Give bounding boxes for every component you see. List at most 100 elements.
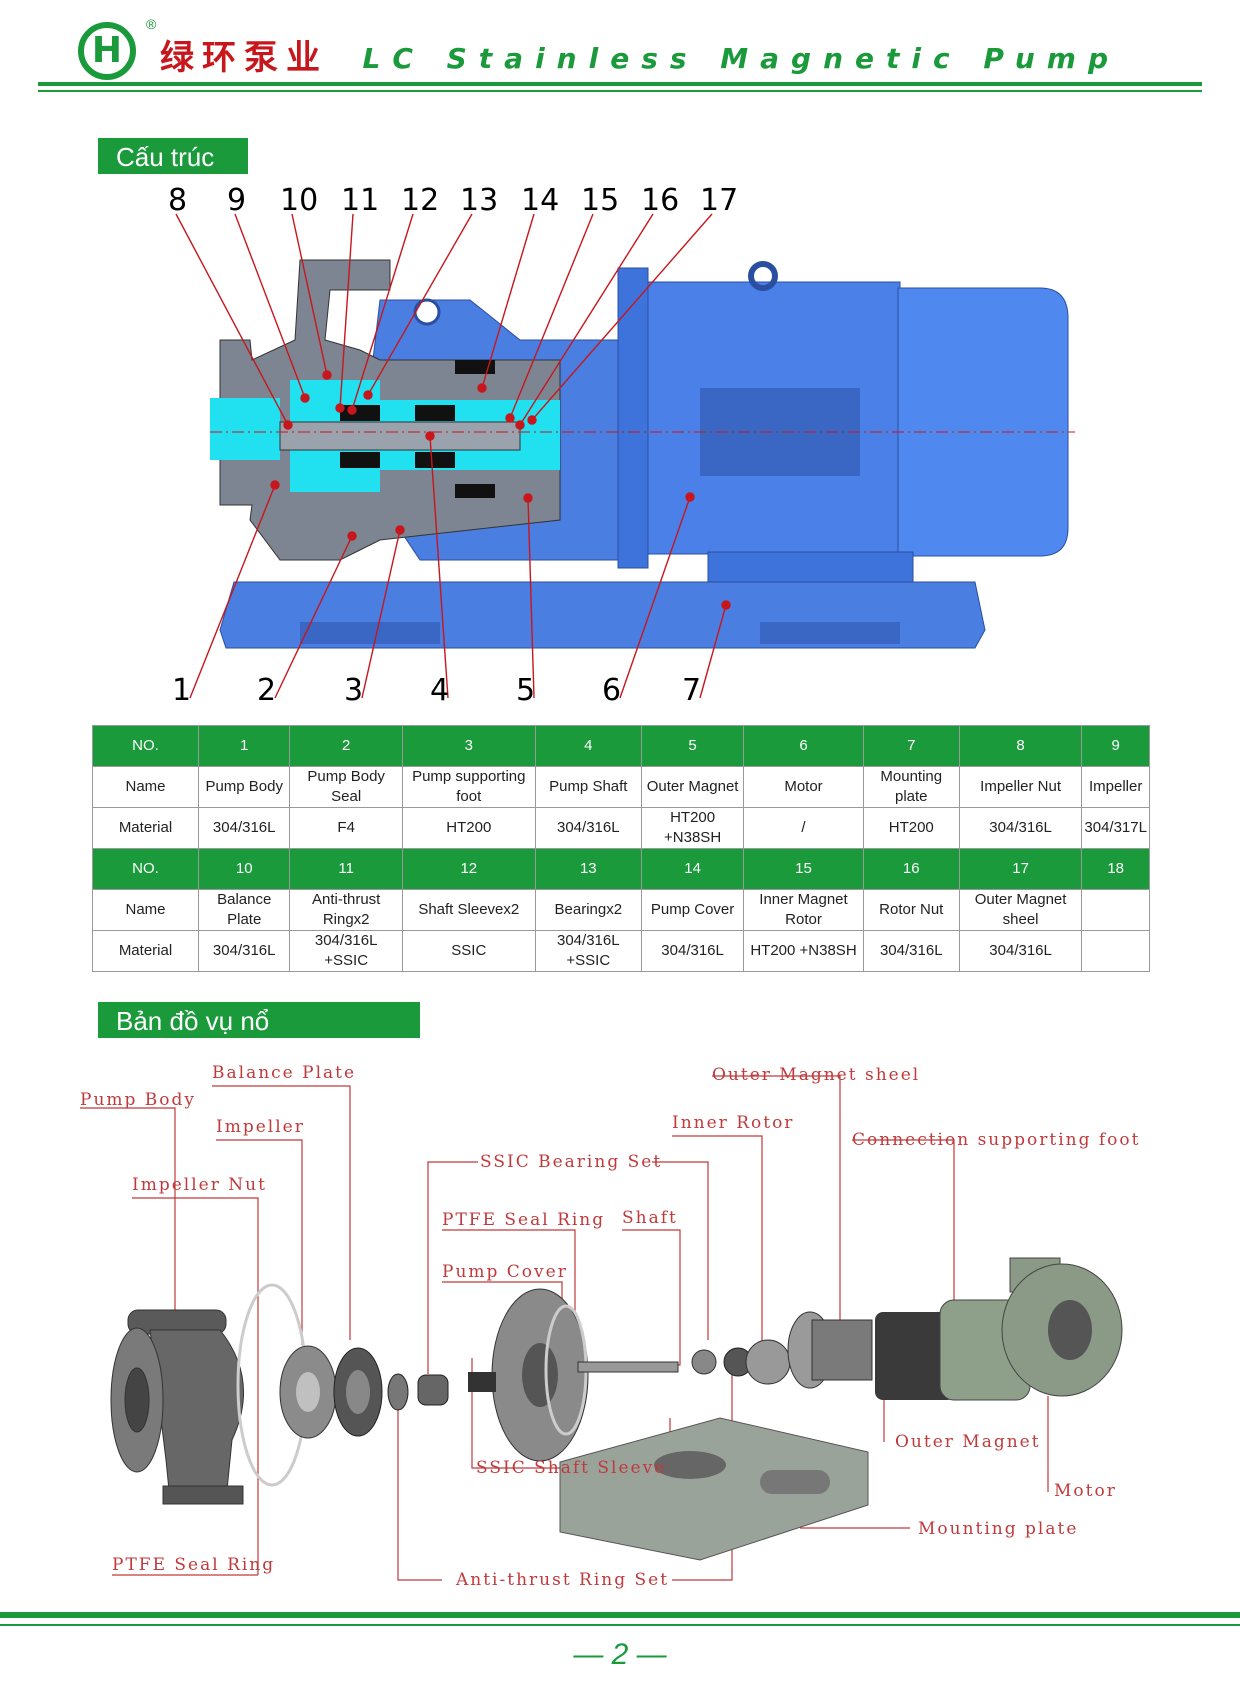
table-cell: Inner Magnet Rotor xyxy=(743,889,864,931)
table-row-no: NO. 10 11 12 13 14 15 16 17 18 xyxy=(92,848,1150,890)
table-cell: 4 xyxy=(534,725,642,767)
table-row-material: Material 304/316L F4 HT200 304/316L HT20… xyxy=(92,807,1150,849)
label-impeller: Impeller xyxy=(216,1117,305,1137)
table-cell: 9 xyxy=(1081,725,1150,767)
page-number: — 2 — xyxy=(573,1638,667,1671)
table-cell: F4 xyxy=(289,807,403,849)
label-ptfe-seal-ring: PTFE Seal Ring xyxy=(112,1555,276,1575)
table-cell: Motor xyxy=(743,766,864,808)
table-cell: 304/316L xyxy=(958,807,1083,849)
diagram-label: 13 xyxy=(460,183,498,218)
table-cell: HT200 xyxy=(862,807,960,849)
table-cell: SSIC xyxy=(401,930,536,972)
diagram-label: 4 xyxy=(430,673,449,708)
table-cell: Mounting plate xyxy=(862,766,960,808)
diagram-label: 15 xyxy=(581,183,619,218)
diagram-bottom-labels: 1 2 3 4 5 6 7 xyxy=(172,673,701,708)
label-connection-supporting-foot: Connection supporting foot xyxy=(852,1130,1141,1150)
table-cell: 304/316L xyxy=(958,930,1083,972)
table-cell: Outer Magnet xyxy=(640,766,745,808)
footer-rule-thin xyxy=(0,1624,1240,1626)
diagram-label: 16 xyxy=(641,183,679,218)
table-cell: 8 xyxy=(958,725,1083,767)
table-cell: / xyxy=(743,807,864,849)
row-header: Material xyxy=(92,807,199,849)
table-cell: Pump Body xyxy=(197,766,291,808)
table-cell: HT200 xyxy=(401,807,536,849)
label-anti-thrust-ring-set: Anti-thrust Ring Set xyxy=(456,1570,670,1590)
table-cell: 304/316L xyxy=(640,930,745,972)
diagram-label: 11 xyxy=(341,183,379,218)
table-cell: 304/316L xyxy=(862,930,960,972)
table-cell: 1 xyxy=(197,725,291,767)
table-cell: 5 xyxy=(640,725,745,767)
table-cell: HT200 +N38SH xyxy=(640,807,745,849)
row-header: Material xyxy=(92,930,199,972)
table-cell: Impeller Nut xyxy=(958,766,1083,808)
label-inner-rotor: Inner Rotor xyxy=(672,1113,795,1133)
table-cell: 11 xyxy=(289,848,403,890)
diagram-label: 2 xyxy=(257,673,276,708)
diagram-label: 3 xyxy=(344,673,363,708)
table-cell: 17 xyxy=(958,848,1083,890)
table-cell: 13 xyxy=(534,848,642,890)
table-cell: Anti-thrust Ringx2 xyxy=(289,889,403,931)
registered-mark: ® xyxy=(146,16,157,32)
label-impeller-nut: Impeller Nut xyxy=(132,1175,267,1195)
section-title-exploded: Bản đồ vụ nổ xyxy=(98,1002,420,1038)
table-cell: HT200 +N38SH xyxy=(743,930,864,972)
row-header: Name xyxy=(92,889,199,931)
table-row-no: NO. 1 2 3 4 5 6 7 8 9 xyxy=(92,725,1150,767)
label-outer-magnet-sheel: Outer Magnet sheel xyxy=(712,1065,921,1085)
logo-glyph: H xyxy=(91,30,123,71)
label-outer-magnet: Outer Magnet xyxy=(895,1432,1041,1452)
label-motor: Motor xyxy=(1054,1481,1117,1501)
table-row-name: Name Pump Body Pump Body Seal Pump suppo… xyxy=(92,766,1150,808)
row-header: NO. xyxy=(92,725,199,767)
table-cell: 12 xyxy=(401,848,536,890)
label-ssic-shaft-sleeve: SSIC Shaft Sleeve xyxy=(476,1458,667,1478)
table-cell: 3 xyxy=(401,725,536,767)
structure-diagram: 8 9 10 11 12 13 14 15 16 17 1 2 3 4 5 6 … xyxy=(168,183,1075,708)
table-cell: 16 xyxy=(862,848,960,890)
diagram-label: 9 xyxy=(227,183,246,218)
diagram-label: 1 xyxy=(172,673,191,708)
table-cell: Bearingx2 xyxy=(534,889,642,931)
table-cell: 304/316L +SSIC xyxy=(534,930,642,972)
diagram-label: 12 xyxy=(401,183,439,218)
row-header: NO. xyxy=(92,848,199,890)
table-cell: 304/316L xyxy=(534,807,642,849)
table-cell: 7 xyxy=(862,725,960,767)
diagram-label: 5 xyxy=(516,673,535,708)
label-mounting-plate: Mounting plate xyxy=(918,1519,1079,1539)
diagram-top-labels: 8 9 10 11 12 13 14 15 16 17 xyxy=(168,183,738,218)
table-cell: 10 xyxy=(197,848,291,890)
table-cell: Balance Plate xyxy=(197,889,291,931)
table-cell xyxy=(1081,889,1150,931)
label-ptfe-seal-ring: PTFE Seal Ring xyxy=(442,1210,606,1230)
footer-rule xyxy=(0,1612,1240,1618)
header-rule-thin xyxy=(38,90,1202,92)
diagram-label: 14 xyxy=(521,183,559,218)
table-cell: Pump Cover xyxy=(640,889,745,931)
table-cell: 14 xyxy=(640,848,745,890)
label-shaft: Shaft xyxy=(622,1208,678,1228)
table-cell: 2 xyxy=(289,725,403,767)
table-cell: Shaft Sleevex2 xyxy=(401,889,536,931)
table-cell: 304/316L xyxy=(197,930,291,972)
logo: H xyxy=(78,22,136,80)
table-cell: Impeller xyxy=(1081,766,1150,808)
diagram-label: 8 xyxy=(168,183,187,218)
table-cell: 304/316L +SSIC xyxy=(289,930,403,972)
table-cell: Pump Shaft xyxy=(534,766,642,808)
table-cell: Outer Magnet sheel xyxy=(958,889,1083,931)
label-pump-body: Pump Body xyxy=(80,1090,197,1110)
table-cell: 6 xyxy=(743,725,864,767)
diagram-label: 7 xyxy=(682,673,701,708)
table-row-name: Name Balance Plate Anti-thrust Ringx2 Sh… xyxy=(92,889,1150,931)
diagram-label: 17 xyxy=(700,183,738,218)
diagram-label: 6 xyxy=(602,673,621,708)
table-row-material: Material 304/316L 304/316L +SSIC SSIC 30… xyxy=(92,930,1150,972)
table-cell xyxy=(1081,930,1150,972)
table-cell: Pump supporting foot xyxy=(401,766,536,808)
